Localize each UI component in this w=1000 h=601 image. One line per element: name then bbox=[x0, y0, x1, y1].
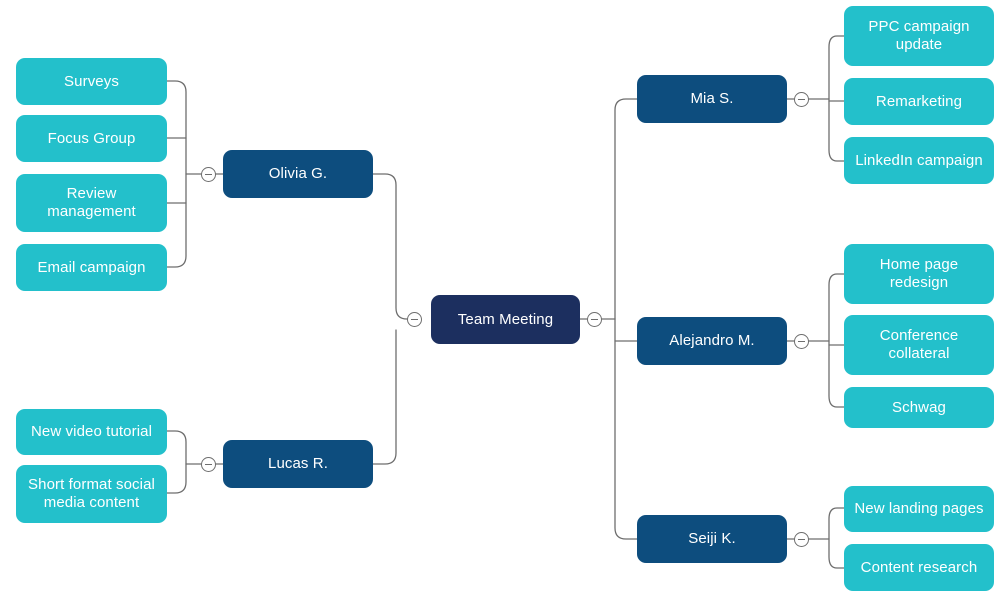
leaf-node-new-video-tutorial[interactable]: New video tutorial bbox=[16, 409, 167, 455]
edge-seiji-bracket bbox=[828, 507, 845, 569]
edge-mia-bracket bbox=[828, 35, 845, 162]
leaf-node-short-format-social-media-content[interactable]: Short format social media content bbox=[16, 465, 167, 523]
edge-root-seiji bbox=[614, 318, 638, 540]
edge-alejandro-bracket bbox=[828, 273, 845, 408]
person-node-alejandro-m[interactable]: Alejandro M. bbox=[637, 317, 787, 365]
leaf-node-linkedin-campaign[interactable]: LinkedIn campaign bbox=[844, 137, 994, 184]
leaf-node-surveys[interactable]: Surveys bbox=[16, 58, 167, 105]
leaf-node-home-page-redesign[interactable]: Home page redesign bbox=[844, 244, 994, 304]
root-node-team-meeting[interactable]: Team Meeting bbox=[431, 295, 580, 344]
collapse-toggle-root-left[interactable] bbox=[407, 312, 422, 327]
leaf-node-remarketing[interactable]: Remarketing bbox=[844, 78, 994, 125]
edge-root-lucas bbox=[372, 329, 397, 465]
collapse-toggle-seiji[interactable] bbox=[794, 532, 809, 547]
leaf-node-review-management[interactable]: Review management bbox=[16, 174, 167, 232]
leaf-node-email-campaign[interactable]: Email campaign bbox=[16, 244, 167, 291]
collapse-toggle-root-right[interactable] bbox=[587, 312, 602, 327]
collapse-toggle-alejandro[interactable] bbox=[794, 334, 809, 349]
collapse-toggle-mia[interactable] bbox=[794, 92, 809, 107]
edge-olivia-bracket bbox=[166, 80, 187, 268]
person-node-olivia-g[interactable]: Olivia G. bbox=[223, 150, 373, 198]
leaf-node-focus-group[interactable]: Focus Group bbox=[16, 115, 167, 162]
person-node-seiji-k[interactable]: Seiji K. bbox=[637, 515, 787, 563]
leaf-node-conference-collateral[interactable]: Conference collateral bbox=[844, 315, 994, 375]
person-node-mia-s[interactable]: Mia S. bbox=[637, 75, 787, 123]
leaf-node-content-research[interactable]: Content research bbox=[844, 544, 994, 591]
edge-root-mia bbox=[614, 98, 638, 320]
leaf-node-schwag[interactable]: Schwag bbox=[844, 387, 994, 428]
edge-root-olivia bbox=[372, 173, 415, 320]
leaf-node-new-landing-pages[interactable]: New landing pages bbox=[844, 486, 994, 532]
person-node-lucas-r[interactable]: Lucas R. bbox=[223, 440, 373, 488]
leaf-node-ppc-campaign-update[interactable]: PPC campaign update bbox=[844, 6, 994, 66]
collapse-toggle-lucas[interactable] bbox=[201, 457, 216, 472]
edge-lucas-bracket bbox=[166, 430, 187, 494]
collapse-toggle-olivia[interactable] bbox=[201, 167, 216, 182]
